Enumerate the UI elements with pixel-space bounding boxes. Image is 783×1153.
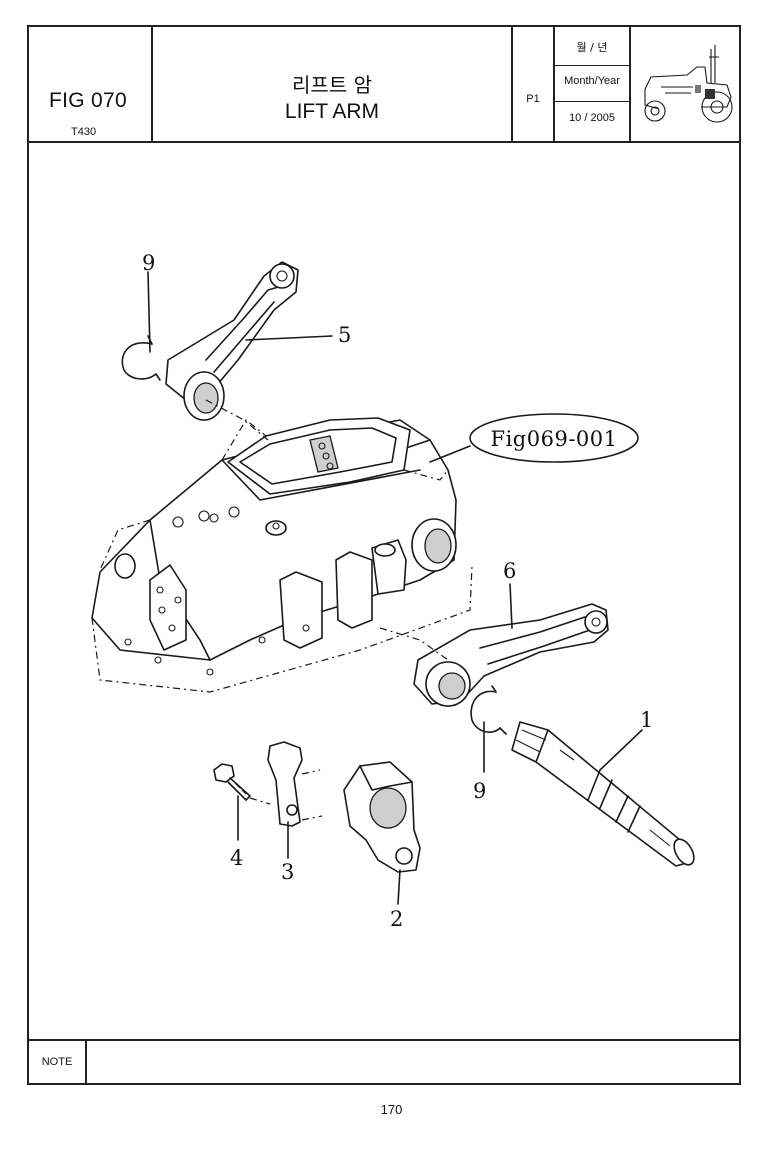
page-number: 170 xyxy=(380,1102,403,1117)
snap-ring xyxy=(470,685,507,735)
callout-5: 5 xyxy=(338,323,351,347)
bolt xyxy=(213,763,271,805)
tractor-icon xyxy=(644,45,733,123)
callout-9-upper: 9 xyxy=(142,251,155,275)
snap-ring xyxy=(121,335,161,381)
title-english: LIFT ARM xyxy=(284,100,380,123)
title-cell: 리프트 암 LIFT ARM xyxy=(153,27,513,143)
lift-shaft xyxy=(511,721,695,867)
date-value: 10 / 2005 xyxy=(569,112,615,124)
reference-label: Fig069-001 xyxy=(429,413,639,463)
parts-sheet: FIG 070 T430 리프트 암 LIFT ARM P1 월 / 년 Mon… xyxy=(27,25,741,1085)
date-cell: 월 / 년 Month/Year 10 / 2005 xyxy=(555,27,631,143)
note-label: NOTE xyxy=(29,1041,87,1083)
lift-arm-left xyxy=(165,261,299,441)
date-divider xyxy=(555,101,629,102)
tractor-thumbnail-cell xyxy=(631,27,741,143)
fig-number: FIG 070 xyxy=(49,89,127,112)
callout-2: 2 xyxy=(390,907,403,931)
model-code: T430 xyxy=(71,126,97,138)
date-label-english: Month/Year xyxy=(564,75,620,87)
bracket-plate xyxy=(267,741,323,827)
callout-9-lower: 9 xyxy=(473,779,486,803)
callout-leaders xyxy=(147,271,643,905)
callout-3: 3 xyxy=(281,860,294,884)
title-korean: 리프트 암 xyxy=(292,73,372,97)
callout-6: 6 xyxy=(503,559,516,583)
date-divider xyxy=(555,65,629,66)
hydraulic-housing xyxy=(91,417,473,693)
callout-4: 4 xyxy=(230,846,243,870)
reference-label-text: Fig069-001 xyxy=(491,427,618,451)
date-label-korean: 월 / 년 xyxy=(576,41,608,54)
callout-1: 1 xyxy=(640,708,653,732)
fig-cell: FIG 070 T430 xyxy=(29,27,153,143)
page-label-cell: P1 xyxy=(513,27,555,143)
page-label: P1 xyxy=(526,93,540,105)
lift-arm-right xyxy=(379,603,609,707)
lever-arm xyxy=(343,761,421,873)
note-row: NOTE xyxy=(29,1039,739,1083)
